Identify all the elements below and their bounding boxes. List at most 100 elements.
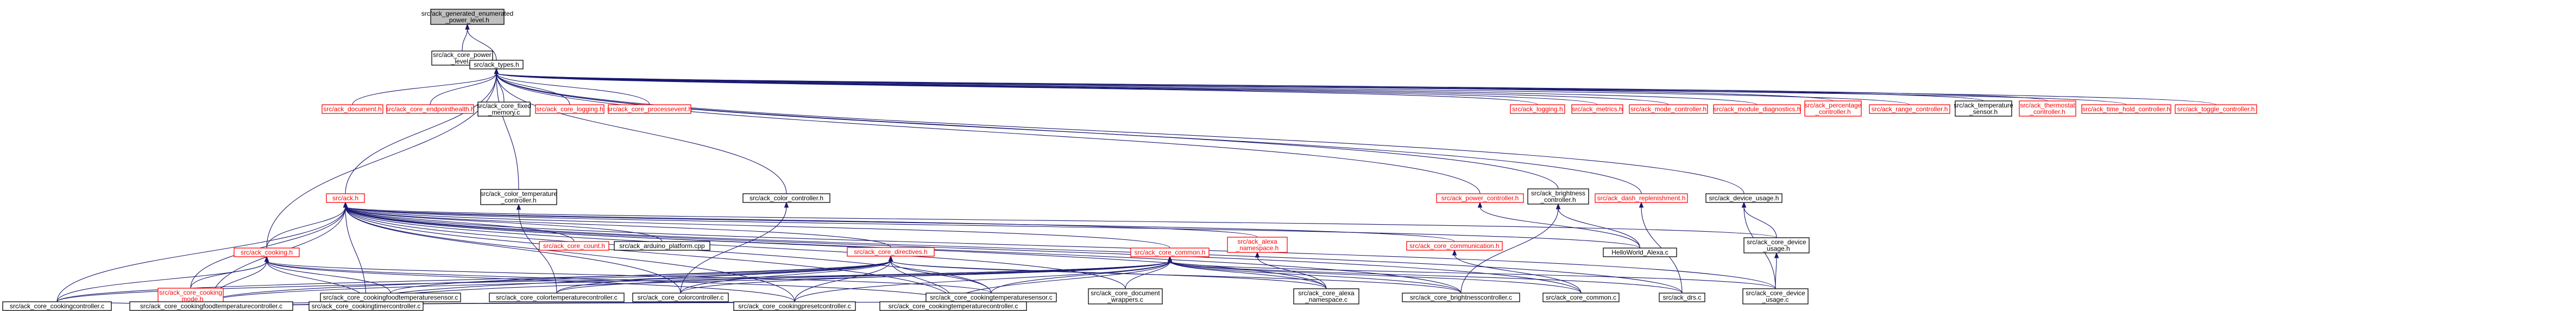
edge-ack_core_communication_h-to-ack_core_common_c xyxy=(1452,249,1582,294)
node-root: src/ack_generated_enumerated_power_level… xyxy=(421,9,513,25)
node-ack-core-document-wrappers-c[interactable]: src/ack_core_document_wrappers.c xyxy=(1088,288,1163,304)
node-label: src/ack_arduino_platform.cpp xyxy=(619,242,705,250)
node-box xyxy=(129,301,293,311)
node-ack-alexa-namespace-h[interactable]: src/ack_alexa_namespace.h xyxy=(1227,237,1288,253)
node-label: src/ack_percentage xyxy=(1805,101,1862,109)
node-label: src/ack_core_document xyxy=(1091,289,1160,297)
edge-ack_core_device_usage_h-to-ack_core_device_usage_c xyxy=(1774,252,1779,289)
node-label: src/ack_core_communication.h xyxy=(1409,242,1499,250)
node-ack-metrics-h[interactable]: src/ack_metrics.h xyxy=(1571,104,1623,114)
node-ack-core-alexa-namespace-c[interactable]: src/ack_core_alexa_namespace.c xyxy=(1293,288,1359,304)
edge-ack_types_h-to-ack_range_controller_h xyxy=(494,68,1910,105)
node-label: src/ack_core_processevent.h xyxy=(607,105,692,113)
node-ack-toggle-controller-h[interactable]: src/ack_toggle_controller.h xyxy=(2175,104,2257,114)
node-box xyxy=(1436,193,1524,203)
node-ack-types-h[interactable]: src/ack_types.h xyxy=(469,60,524,69)
node-label: src/ack_metrics.h xyxy=(1572,105,1622,113)
node-box xyxy=(1742,288,1809,304)
edge-ack_device_usage_h-to-ack_core_device_usage_h xyxy=(1741,201,1777,238)
node-box xyxy=(1571,104,1623,114)
node-label: _controller.h xyxy=(500,196,536,204)
edge-ack_core_common_h-to-ack_core_colorcontroller_c xyxy=(680,256,1173,294)
node-ack-range-controller-h[interactable]: src/ack_range_controller.h xyxy=(1869,104,1950,114)
node-ack-core-device-usage-h[interactable]: src/ack_core_device_usage.h xyxy=(1743,237,1810,253)
node-ack-core-cookingtimercontroller-c[interactable]: src/ack_core_cookingtimercontroller.c xyxy=(308,301,424,311)
node-ack-core-common-h[interactable]: src/ack_core_common.h xyxy=(1130,247,1210,257)
node-ack-core-endpointhealth-h[interactable]: src/ack_core_endpointhealth.h xyxy=(386,104,475,114)
node-box xyxy=(608,104,691,114)
node-label: src/ack_core_colortemperaturecontroller.… xyxy=(496,294,617,301)
node-helloworld-alexa-c[interactable]: HelloWorld_Alexa.c xyxy=(1603,247,1677,257)
node-ack-thermostat-controller-h[interactable]: src/ack_thermostat_controller.h xyxy=(2019,100,2076,117)
node-ack-core-communication-h[interactable]: src/ack_core_communication.h xyxy=(1406,241,1503,251)
node-label: _controller.h xyxy=(1815,108,1850,116)
node-label: src/ack_core_device xyxy=(1746,289,1805,297)
node-ack-mode-controller-h[interactable]: src/ack_mode_controller.h xyxy=(1629,104,1708,114)
node-box xyxy=(632,293,729,302)
node-ack-core-brightnesscontroller-c[interactable]: src/ack_core_brightnesscontroller.c xyxy=(1402,293,1520,302)
node-label: src/ack_mode_controller.h xyxy=(1630,105,1706,113)
node-ack-h[interactable]: src/ack.h xyxy=(326,193,365,203)
node-ack-temperature-sensor-h[interactable]: src/ack_temperature_sensor.h xyxy=(1954,100,2013,117)
node-ack-core-cookingpresetcontroller-c[interactable]: src/ack_core_cookingpresetcontroller.c xyxy=(733,301,856,311)
node-ack-core-count-h[interactable]: src/ack_core_count.h xyxy=(539,241,609,251)
node-box xyxy=(1743,237,1810,253)
node-ack-core-processevent-h[interactable]: src/ack_core_processevent.h xyxy=(607,104,692,114)
node-ack-core-power-level-c[interactable]: src/ack_core_power_level.c xyxy=(431,50,493,66)
node-box xyxy=(535,104,604,114)
node-ack-device-usage-h[interactable]: src/ack_device_usage.h xyxy=(1705,193,1783,203)
node-ack-core-cookingtemperaturesensor-c[interactable]: src/ack_core_cookingtemperaturesensor.c xyxy=(925,293,1057,302)
node-label: src/ack_temperature xyxy=(1954,101,2013,109)
edge-ack_core_common_h-to-ack_core_device_usage_c xyxy=(1167,256,1776,289)
node-label: src/ack_toggle_controller.h xyxy=(2177,105,2255,113)
node-ack-core-cookingfoodtemperaturesensor-c[interactable]: src/ack_core_cookingfoodtemperaturesenso… xyxy=(320,293,461,302)
edge-ack_core_common_h-to-ack_drs_c xyxy=(1167,256,1683,294)
node-box xyxy=(1629,104,1708,114)
node-ack-core-cookingfoodtemperaturecontroller-c[interactable]: src/ack_core_cookingfoodtemperaturecontr… xyxy=(129,301,293,311)
edge-ack_core_directives_h-to-ack_core_brightnesscontroller_c xyxy=(888,255,1462,294)
node-ack-brightness-controller-h[interactable]: src/ack_brightness_controller.h xyxy=(1527,188,1589,205)
node-ack-power-controller-h[interactable]: src/ack_power_controller.h xyxy=(1436,193,1524,203)
node-box xyxy=(614,241,710,251)
node-ack-dash-replenishment-h[interactable]: src/ack_dash_replenishment.h xyxy=(1595,193,1688,203)
node-box xyxy=(1869,104,1950,114)
node-ack-core-cooking-mode-h[interactable]: src/ack_core_cooking_mode.h xyxy=(158,288,224,304)
node-ack-drs-c[interactable]: src/ack_drs.c xyxy=(1659,293,1705,302)
node-label: _level.c xyxy=(451,58,474,65)
node-box xyxy=(1603,247,1677,257)
node-label: src/ack_core_cookingtemperaturecontrolle… xyxy=(889,302,1018,310)
node-ack-module-diagnostics-h[interactable]: src/ack_module_diagnostics.h xyxy=(1713,104,1801,114)
node-ack-color-temperature-controller-h[interactable]: src/ack_color_temperature_controller.h xyxy=(480,189,557,205)
node-ack-document-h[interactable]: src/ack_document.h xyxy=(322,104,383,114)
node-box xyxy=(1527,188,1589,205)
node-ack-core-fixed-memory-c[interactable]: src/ack_core_fixed_memory.c xyxy=(477,101,531,117)
node-label: src/ack_core_common.c xyxy=(1546,294,1616,301)
node-ack-core-common-c[interactable]: src/ack_core_common.c xyxy=(1542,293,1620,302)
node-ack-core-logging-h[interactable]: src/ack_core_logging.h xyxy=(535,104,604,114)
edge-ack_power_controller_h-to-helloworld_alexa_c xyxy=(1477,201,1641,249)
node-ack-cooking-h[interactable]: src/ack_cooking.h xyxy=(234,247,300,257)
node-ack-core-cookingtemperaturecontroller-c[interactable]: src/ack_core_cookingtemperaturecontrolle… xyxy=(879,301,1027,311)
node-ack-core-cookingcontroller-c[interactable]: src/ack_core_cookingcontroller.c xyxy=(2,301,112,311)
node-ack-core-colorcontroller-c[interactable]: src/ack_core_colorcontroller.c xyxy=(632,293,729,302)
node-label: src/ack_core_logging.h xyxy=(536,105,603,113)
node-label: src/ack_module_diagnostics.h xyxy=(1714,105,1801,113)
node-ack-percentage-controller-h[interactable]: src/ack_percentage_controller.h xyxy=(1804,100,1862,117)
node-ack-core-device-usage-c[interactable]: src/ack_core_device_usage.c xyxy=(1742,288,1809,304)
node-label: src/ack_brightness xyxy=(1531,189,1585,197)
node-ack-logging-h[interactable]: src/ack_logging.h xyxy=(1510,104,1565,114)
node-ack-core-colortemperaturecontroller-c[interactable]: src/ack_core_colortemperaturecontroller.… xyxy=(489,293,625,302)
node-ack-color-controller-h[interactable]: src/ack_color_controller.h xyxy=(742,193,830,203)
edge-ack_types_h-to-ack_cooking_h xyxy=(266,68,499,249)
node-ack-arduino-platform-cpp[interactable]: src/ack_arduino_platform.cpp xyxy=(614,241,710,251)
node-label: src/ack_core_cookingtemperaturesensor.c xyxy=(930,294,1052,301)
node-label: _power_level.h xyxy=(445,16,489,24)
node-label: _memory.c xyxy=(488,109,520,116)
node-ack-core-directives-h[interactable]: src/ack_core_directives.h xyxy=(847,247,935,257)
node-label: src/ack_color_controller.h xyxy=(750,194,823,202)
node-ack-time-hold-controller-h[interactable]: src/ack_time_hold_controller.h xyxy=(2081,104,2171,114)
node-box xyxy=(847,247,935,257)
node-box xyxy=(386,104,474,114)
edge-ack_h-to-ack_cooking_h xyxy=(266,201,348,249)
